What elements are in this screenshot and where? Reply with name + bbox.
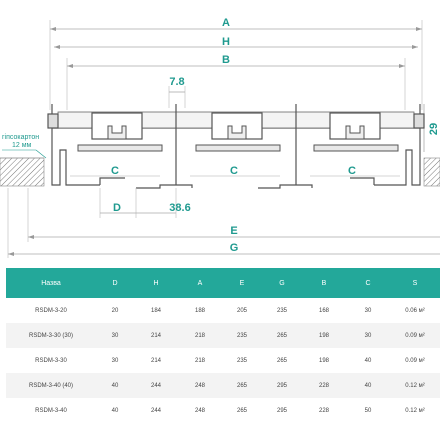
cell-name: RSDM-3-40	[6, 398, 96, 423]
cell-name: RSDM-3-40 (40)	[6, 373, 96, 398]
blade-3	[313, 112, 399, 152]
cell-s: 0.06 м²	[390, 298, 440, 323]
dimension-g-label: G	[230, 242, 239, 254]
header-c: C	[346, 268, 390, 298]
cell-a: 218	[178, 323, 222, 348]
cell-s: 0.12 м²	[390, 373, 440, 398]
cell-name: RSDM-3-30 (30)	[6, 323, 96, 348]
cell-d: 30	[96, 323, 134, 348]
dimension-c-2: C	[190, 165, 280, 177]
blade-2	[195, 112, 281, 152]
dimension-gap: 7.8	[168, 76, 186, 108]
cell-g: 295	[262, 398, 302, 423]
dimension-gap-label: 7.8	[169, 76, 184, 88]
cell-a: 248	[178, 398, 222, 423]
cell-h: 214	[134, 348, 178, 373]
cell-name: RSDM-3-30	[6, 348, 96, 373]
table-row: RSDM-3-30 (30) 30 214 218 235 265 198 30…	[6, 323, 440, 348]
gypsum-thickness: 12 мм	[12, 142, 32, 149]
spec-table: Назва D H A E G B C S RSDM-3-20 20 184 1…	[6, 268, 440, 423]
cell-e: 265	[222, 373, 262, 398]
cell-h: 214	[134, 323, 178, 348]
cell-d: 40	[96, 373, 134, 398]
dimension-height-label: 29	[428, 123, 440, 135]
header-b: B	[302, 268, 346, 298]
dimension-c-3: C	[310, 165, 400, 177]
dimension-c-2-label: C	[230, 165, 238, 177]
dimension-height: 29	[423, 104, 440, 152]
cell-g: 235	[262, 298, 302, 323]
cell-e: 205	[222, 298, 262, 323]
cell-h: 244	[134, 398, 178, 423]
cell-s: 0.09 м²	[390, 348, 440, 373]
header-d: D	[96, 268, 134, 298]
cell-g: 265	[262, 348, 302, 373]
cell-d: 30	[96, 348, 134, 373]
dimension-e: E	[27, 188, 440, 242]
wall-left	[0, 157, 45, 187]
dimension-d-label: D	[113, 202, 121, 214]
table-header-row: Назва D H A E G B C S	[6, 268, 440, 298]
dimension-g: G	[7, 188, 440, 258]
header-e: E	[222, 268, 262, 298]
cell-e: 235	[222, 323, 262, 348]
table-row: RSDM-3-40 40 244 248 265 295 228 50 0.12…	[6, 398, 440, 423]
cell-name: RSDM-3-20	[6, 298, 96, 323]
cell-c: 50	[346, 398, 390, 423]
cell-g: 265	[262, 323, 302, 348]
header-a: A	[178, 268, 222, 298]
cell-b: 168	[302, 298, 346, 323]
dimension-h: H	[54, 36, 418, 49]
wall-right	[423, 157, 440, 187]
table-row: RSDM-3-40 (40) 40 244 248 265 295 228 40…	[6, 373, 440, 398]
cell-d: 40	[96, 398, 134, 423]
header-name: Назва	[6, 268, 96, 298]
gypsum-label: гіпсокартон	[2, 133, 39, 141]
cell-a: 218	[178, 348, 222, 373]
dimension-c-1-label: C	[111, 165, 119, 177]
cell-a: 248	[178, 373, 222, 398]
cell-d: 20	[96, 298, 134, 323]
cell-e: 235	[222, 348, 262, 373]
dimension-d: D	[99, 188, 137, 218]
blade-1	[77, 112, 163, 152]
table-row: RSDM-3-30 30 214 218 235 265 198 40 0.09…	[6, 348, 440, 373]
dimension-c-3-label: C	[348, 165, 356, 177]
cell-b: 198	[302, 323, 346, 348]
header-h: H	[134, 268, 178, 298]
cell-c: 30	[346, 323, 390, 348]
dimension-a-label: A	[222, 17, 230, 29]
cell-g: 295	[262, 373, 302, 398]
cell-c: 40	[346, 348, 390, 373]
cell-b: 228	[302, 373, 346, 398]
dimension-b-label: B	[222, 54, 230, 66]
dimension-b: B	[66, 54, 406, 110]
cell-c: 40	[346, 373, 390, 398]
cell-s: 0.12 м²	[390, 398, 440, 423]
header-g: G	[262, 268, 302, 298]
dimension-c-1: C	[70, 165, 160, 177]
cell-b: 228	[302, 398, 346, 423]
dimension-pitch-label: 38.6	[169, 202, 190, 214]
table-row: RSDM-3-20 20 184 188 205 235 168 30 0.06…	[6, 298, 440, 323]
cell-e: 265	[222, 398, 262, 423]
cell-a: 188	[178, 298, 222, 323]
cell-b: 198	[302, 348, 346, 373]
header-s: S	[390, 268, 440, 298]
cell-h: 244	[134, 373, 178, 398]
dimension-h-label: H	[222, 36, 230, 48]
cell-s: 0.09 м²	[390, 323, 440, 348]
dimension-a: A	[49, 17, 423, 110]
dimension-pitch: 38.6	[136, 188, 191, 218]
cross-section-drawing: A H B 7.8 29 гіпсокартон 12 мм	[0, 17, 440, 258]
dimension-e-label: E	[230, 225, 237, 237]
cell-h: 184	[134, 298, 178, 323]
gypsum-annotation: гіпсокартон 12 мм	[2, 133, 47, 159]
cell-c: 30	[346, 298, 390, 323]
